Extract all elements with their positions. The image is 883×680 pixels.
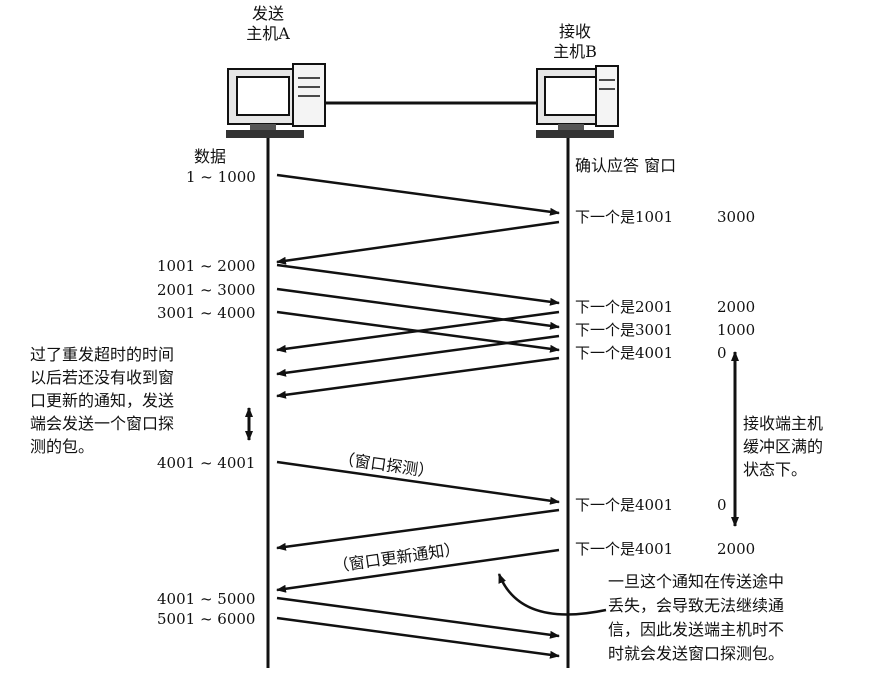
data-label: 1 ~ 1000	[186, 168, 256, 186]
receiver-host-line2: 主机B	[553, 42, 597, 61]
window-value: 0	[717, 344, 727, 362]
ack-label: 下一个是4001	[575, 540, 674, 558]
window-value: 0	[717, 496, 727, 514]
data-label: 4001 ~ 5000	[157, 590, 256, 608]
data-label: 5001 ~ 6000	[157, 610, 256, 628]
ack-arrow-5	[276, 508, 560, 551]
data-arrow-6	[276, 616, 560, 659]
timeout-note: 过了重发超时的时间 以后若还没有收到窗 口更新的通知，发送 端会发送一个窗口探 …	[30, 345, 175, 456]
data-label: 4001 ~ 4001	[157, 454, 256, 472]
sender-computer-icon	[226, 63, 326, 138]
data-label: 1001 ~ 2000	[157, 257, 256, 275]
note-pointer-arrow	[497, 573, 607, 616]
sender-host-line2: 主机A	[246, 24, 290, 43]
ack-label: 下一个是3001	[575, 321, 674, 339]
window-update-arrow	[276, 548, 560, 593]
data-arrow-1	[276, 173, 560, 216]
data-arrow-2	[276, 263, 560, 306]
ack-arrow-3	[276, 334, 560, 377]
lost-notification-note: 一旦这个通知在传送途中 丢失，会导致无法继续通 信，因此发送端主机时不 时就会发…	[608, 572, 785, 663]
window-value: 1000	[717, 321, 756, 339]
window-value: 2000	[717, 298, 756, 316]
ack-label: 下一个是4001	[575, 496, 674, 514]
window-value: 3000	[717, 208, 756, 226]
probe-arrow	[276, 460, 560, 505]
data-label: 3001 ~ 4000	[157, 304, 256, 322]
ack-label: 下一个是2001	[575, 298, 674, 316]
sender-host-label: 发送 主机A	[238, 4, 298, 44]
sender-host-line1: 发送	[251, 4, 284, 23]
receiver-host-label: 接收 主机B	[545, 22, 605, 62]
ack-arrow-4	[276, 356, 560, 399]
sender-column-header: 数据	[194, 147, 227, 166]
data-label: 2001 ~ 3000	[157, 281, 256, 299]
receiver-host-line1: 接收	[558, 22, 591, 41]
ack-label: 下一个是1001	[575, 208, 674, 226]
window-value: 2000	[717, 540, 756, 558]
ack-arrow-2	[276, 310, 560, 353]
ack-label: 下一个是4001	[575, 344, 674, 362]
data-arrow-3	[276, 287, 560, 330]
data-arrow-5	[276, 596, 560, 639]
receiver-column-header: 确认应答 窗口	[575, 156, 677, 175]
ack-arrow-1	[276, 220, 560, 265]
receiver-computer-icon	[536, 65, 619, 138]
buffer-full-note: 接收端主机 缓冲区满的 状态下。	[743, 414, 824, 479]
